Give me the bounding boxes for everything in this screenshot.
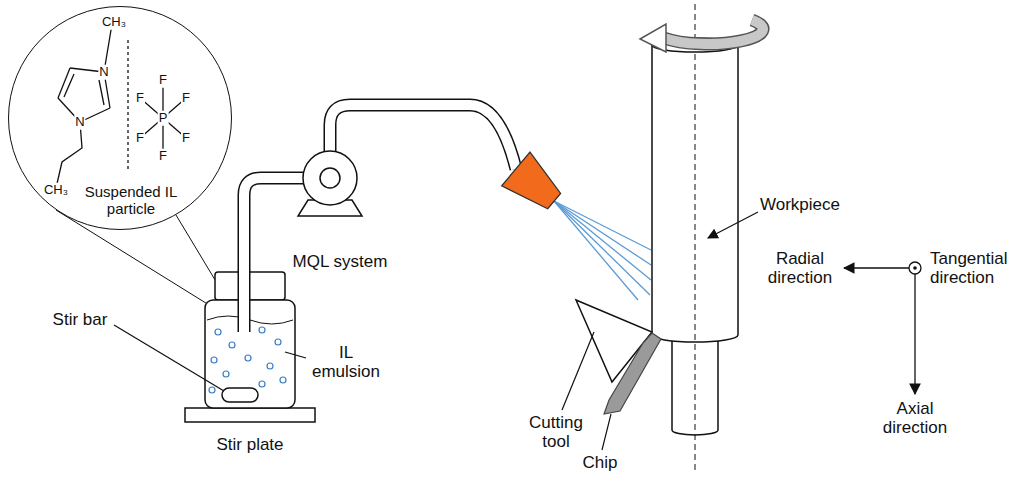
- particle: [229, 342, 235, 348]
- part-label: Cutting tool: [520, 413, 592, 451]
- rotation-axis: [695, 4, 696, 472]
- stir-bar: [222, 388, 258, 402]
- rotation-arrowhead: [640, 24, 666, 52]
- nozzle-body: [502, 152, 569, 218]
- atom-label: N: [74, 115, 85, 130]
- rotation-band-outline: [664, 20, 763, 44]
- spray-line: [554, 201, 638, 300]
- molecule-bonds: [56, 24, 186, 188]
- spray-line: [554, 201, 651, 250]
- axis-label: Axial direction: [874, 399, 956, 437]
- leader-line: [285, 352, 306, 358]
- particle: [259, 381, 265, 387]
- part-label: Chip: [583, 453, 618, 472]
- atom-label: F: [135, 131, 145, 146]
- bond: [58, 68, 70, 98]
- chip: [604, 333, 661, 414]
- bond-chain: [56, 122, 82, 188]
- stir-plate: [185, 408, 315, 422]
- part-label: Stir bar: [53, 310, 108, 329]
- pump-body: [303, 151, 357, 205]
- particle: [245, 355, 251, 361]
- callout-line: [56, 210, 230, 318]
- tangential-axis-dot: [913, 266, 917, 270]
- atom-label: N: [98, 65, 109, 80]
- il-particles: [209, 327, 286, 393]
- hose: [330, 105, 516, 169]
- particle: [209, 387, 215, 393]
- axial-axis: [914, 274, 915, 394]
- callout-circle: Suspended IL particle: [8, 6, 232, 230]
- particle: [275, 339, 281, 345]
- particle: [280, 377, 286, 383]
- atom-label: CH₃: [101, 15, 127, 30]
- leader-line: [114, 325, 224, 391]
- particle: [259, 327, 265, 333]
- atom-label: P: [158, 111, 169, 126]
- ion-separator: [127, 40, 128, 172]
- part-label: Workpiece: [760, 195, 840, 214]
- part-label: IL emulsion: [307, 343, 385, 381]
- bond: [64, 74, 74, 97]
- nozzle: [502, 152, 569, 218]
- atom-label: F: [135, 91, 145, 106]
- particle: [215, 329, 221, 335]
- particle: [267, 363, 273, 369]
- callout-caption: Suspended IL particle: [81, 183, 181, 218]
- particle: [223, 371, 229, 377]
- spray-line: [554, 201, 650, 295]
- rotation-band: [664, 20, 763, 44]
- particle: [211, 357, 217, 363]
- tangential-axis-symbol: [909, 262, 921, 274]
- atom-label: CH₃: [43, 183, 69, 198]
- spray-line: [554, 201, 651, 265]
- spray: [554, 201, 651, 300]
- bond: [99, 80, 104, 105]
- spray-line: [554, 201, 651, 280]
- part-label: Stir plate: [216, 435, 283, 454]
- leader-line: [562, 332, 594, 410]
- axis-label: Tangential direction: [930, 249, 1020, 287]
- leader-arrow: [708, 212, 758, 238]
- pump-rotor: [320, 168, 340, 188]
- atom-label: F: [158, 149, 168, 164]
- atom-label: F: [158, 73, 168, 88]
- atom-label: F: [181, 91, 191, 106]
- hose-outline: [330, 105, 516, 169]
- radial-axis: [844, 267, 909, 268]
- axis-label: Radial direction: [764, 249, 836, 287]
- leader-line: [602, 414, 611, 450]
- atom-label: F: [181, 131, 191, 146]
- part-label: MQL system: [293, 252, 388, 271]
- leader-lines: [114, 212, 758, 450]
